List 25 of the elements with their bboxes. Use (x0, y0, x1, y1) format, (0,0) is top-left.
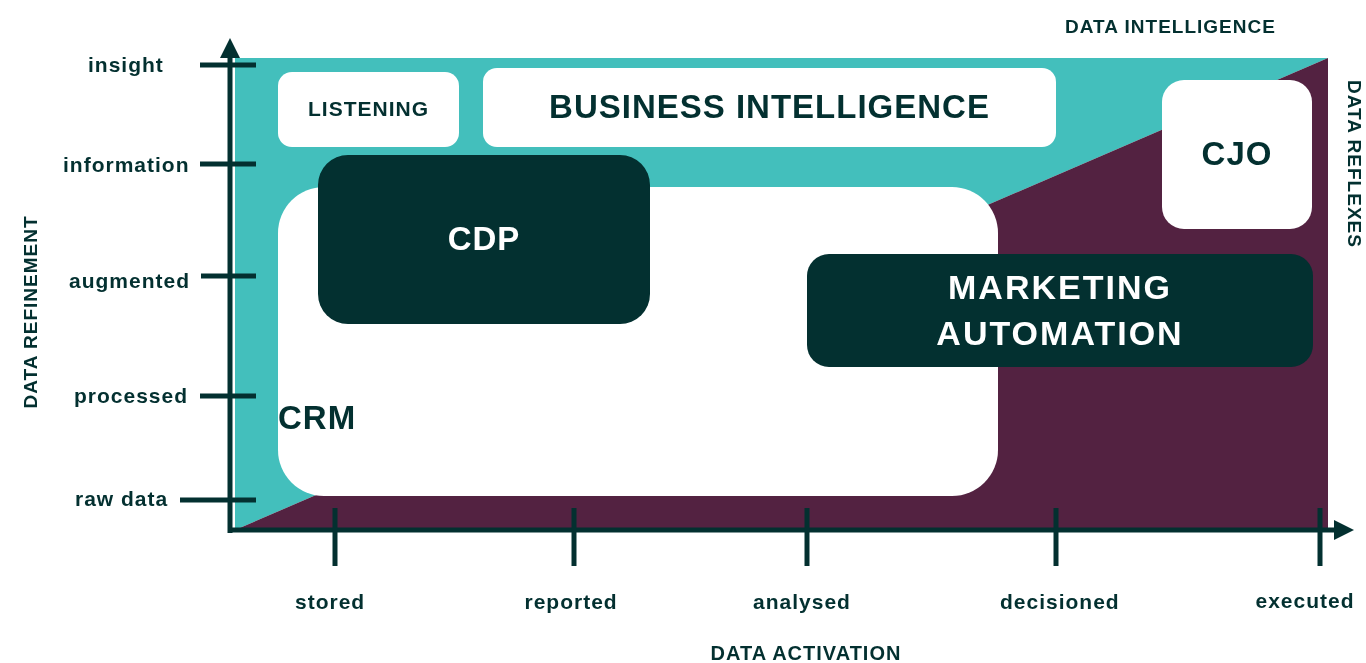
axis-label: analysed (753, 590, 851, 614)
box-label: BUSINESS INTELLIGENCE (549, 87, 990, 128)
axis-label: executed (1255, 589, 1355, 613)
category-box (278, 72, 459, 147)
box-label: LISTENING (308, 96, 429, 123)
axis-label: insight (88, 53, 164, 77)
axis-label: reported (524, 590, 618, 614)
category-box (483, 68, 1056, 147)
box-label: CDP (447, 219, 521, 260)
box-label: MARKETING AUTOMATION (935, 266, 1185, 354)
axis-label: processed (74, 384, 189, 408)
axis-label: decisioned (1000, 590, 1120, 614)
axis-label: stored (295, 590, 366, 614)
box-label: CRM (278, 397, 357, 438)
axis-label: augmented (69, 269, 190, 293)
box-label: CJO (1201, 134, 1273, 175)
axis-label: raw data (75, 487, 169, 511)
axis-label: information (63, 153, 190, 177)
category-box (807, 254, 1313, 367)
category-box (1162, 80, 1312, 229)
region-title: DATA ACTIVATION (710, 642, 902, 663)
axis-title: DATA REFLEXES (1342, 80, 1365, 248)
category-box (318, 155, 650, 324)
axis-title: DATA REFINEMENT (19, 215, 41, 409)
region-title: DATA INTELLIGENCE (1065, 16, 1276, 38)
